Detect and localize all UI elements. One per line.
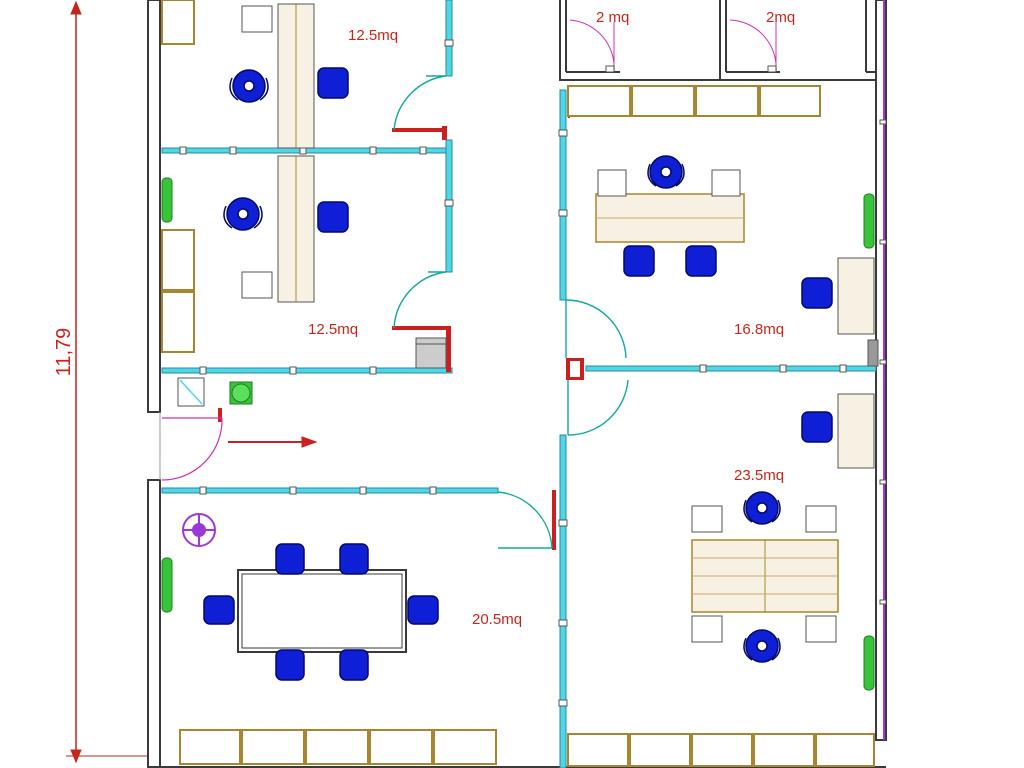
chair	[407, 595, 439, 625]
cabinet-row-top	[567, 85, 821, 117]
partition-joints	[179, 39, 847, 707]
chair	[801, 277, 833, 309]
entrance-plant	[229, 381, 253, 405]
office-right-upper	[567, 85, 875, 335]
side-desk-lower	[837, 393, 875, 469]
room-area-label: 23.5mq	[734, 467, 784, 484]
chair	[275, 543, 305, 575]
chair	[685, 245, 717, 277]
file-cabinet	[415, 337, 447, 369]
swivel-chairs	[223, 69, 781, 663]
swivel-chair	[229, 69, 269, 103]
chair	[317, 201, 349, 233]
plant	[161, 557, 173, 613]
room-area-label: 20.5mq	[472, 611, 522, 628]
right-wall-posts	[879, 119, 887, 605]
plant	[161, 177, 173, 223]
cabinet-row-bottom-left	[179, 729, 497, 765]
plant	[863, 193, 875, 249]
swivel-chair	[743, 629, 781, 663]
chair	[801, 411, 833, 443]
entrance-door	[161, 417, 223, 481]
round-stool	[182, 513, 216, 547]
chair	[339, 543, 369, 575]
room-area-label: 12.5mq	[348, 27, 398, 44]
chairs	[203, 67, 833, 681]
door-jambs	[218, 88, 584, 550]
dimension-label: 11,79	[53, 328, 75, 377]
cabinet-row-bottom-right	[567, 733, 875, 767]
plant	[863, 635, 875, 691]
entrance-arrow	[228, 436, 318, 448]
room-area-label: 2mq	[766, 9, 795, 26]
copier-cabinet	[177, 377, 205, 407]
swivel-chair	[743, 491, 781, 525]
meeting-table	[237, 569, 407, 653]
office-right-lower	[567, 393, 875, 767]
plants	[161, 177, 875, 691]
dimension-line	[66, 0, 150, 764]
swivel-chair	[223, 197, 263, 231]
room-area-label: 12.5mq	[308, 321, 358, 338]
office-mid-left	[161, 155, 315, 353]
room-labels: 12.5mq 12.5mq 2 mq 2mq 16.8mq 23.5mq 20.…	[308, 9, 795, 628]
swivel-chair	[647, 155, 685, 189]
door-swings	[393, 75, 629, 549]
office-top-left	[161, 0, 315, 149]
wc-door-handles	[605, 65, 777, 73]
right-wall-cabinet	[867, 339, 879, 367]
room-area-label: 2 mq	[596, 9, 629, 26]
chair	[317, 67, 349, 99]
wc-doors	[569, 19, 777, 73]
meeting-room	[179, 513, 497, 765]
room-area-label: 16.8mq	[734, 321, 784, 338]
chair	[275, 649, 305, 681]
side-desk-upper	[837, 257, 875, 335]
chair	[339, 649, 369, 681]
chair	[623, 245, 655, 277]
chair	[203, 595, 235, 625]
